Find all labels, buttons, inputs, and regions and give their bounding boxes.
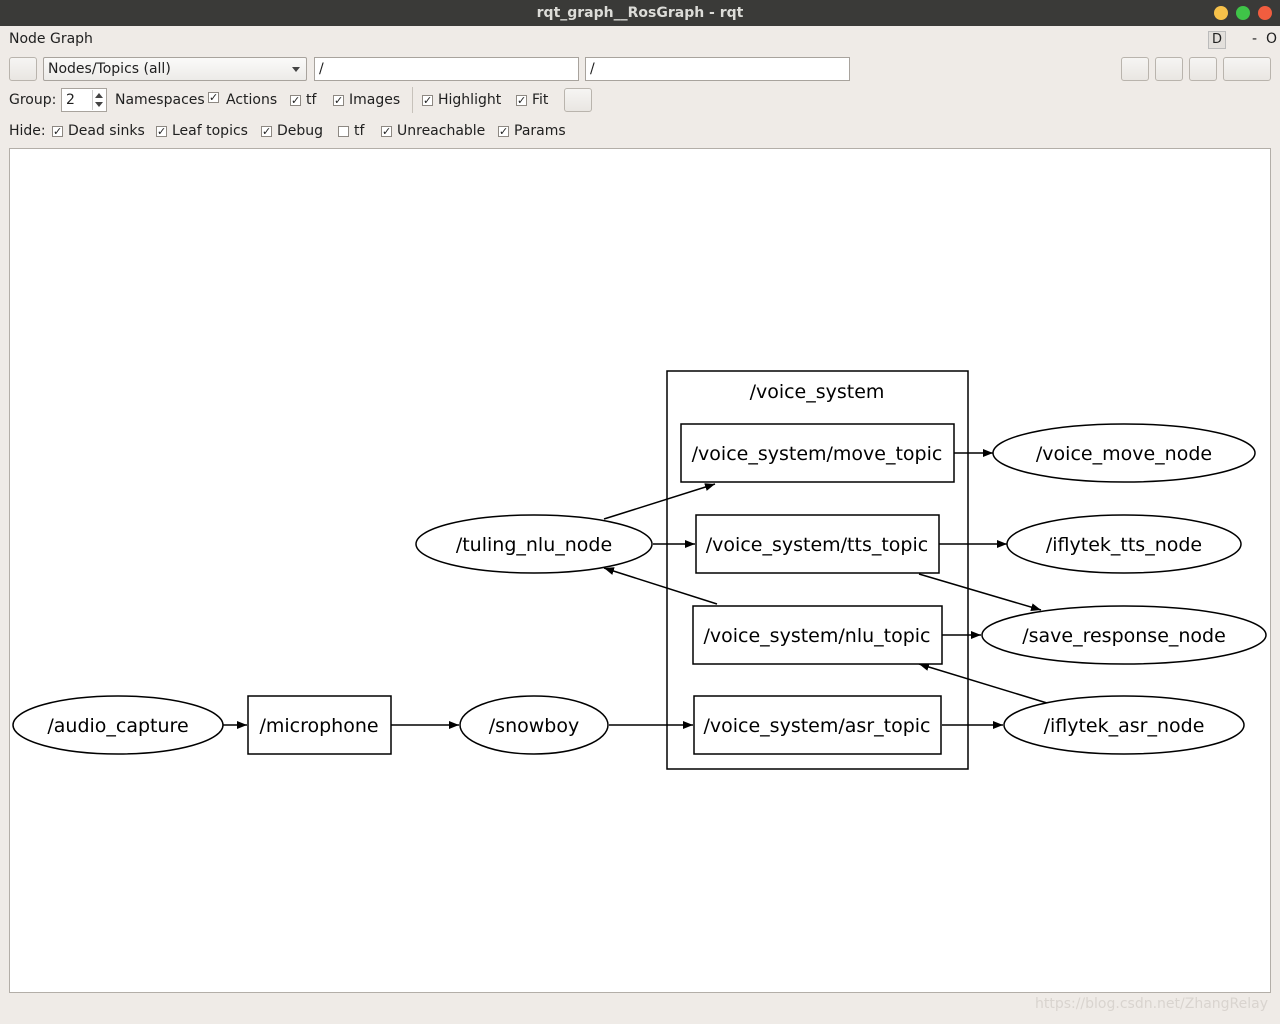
save-dot-button[interactable] [1155,57,1183,81]
fit-in-view-button[interactable] [564,88,592,112]
node-iflytek-asr[interactable]: /iflytek_asr_node [1003,695,1245,755]
node-iflytek-tts[interactable]: /iflytek_tts_node [1006,514,1242,574]
ros-graph[interactable]: /voice_system /audio_capture [10,149,1271,993]
graph-edges [223,449,1048,729]
cluster-voice-system[interactable]: /voice_system [666,370,969,770]
params-label: Params [514,123,566,139]
group-label: Group: [9,92,57,108]
topic-asr[interactable]: /voice_system/asr_topic [693,695,942,755]
hide-label: Hide: [9,123,46,139]
node-label: /voice_system/nlu_topic [704,625,931,647]
graph-canvas[interactable]: /voice_system /audio_capture [9,148,1271,993]
cluster-label: /voice_system [750,381,885,403]
actions-label: Actions [226,92,278,108]
window-controls [1214,6,1272,20]
plugin-minimize-button[interactable]: - [1252,31,1258,47]
topic-move[interactable]: /voice_system/move_topic [680,423,955,483]
checkbox-box[interactable]: ✓ [422,93,433,107]
checkbox-box[interactable]: ✓ [261,124,272,138]
node-label: /snowboy [489,715,579,737]
node-tuling-nlu[interactable]: /tuling_nlu_node [415,514,653,574]
spin-arrows[interactable] [92,90,105,110]
images-label: Images [349,92,401,108]
leaf-topics-checkbox[interactable]: ✓ Leaf topics [156,123,248,139]
topic-nlu[interactable]: /voice_system/nlu_topic [692,605,943,665]
group-spinbox[interactable]: 2 [61,88,107,112]
checkbox-box[interactable]: ✓ [516,93,527,107]
spin-up-icon[interactable] [95,93,103,98]
toolbar-separator [412,87,413,113]
tf-group-checkbox[interactable]: ✓ tf [290,92,316,108]
actions-checkbox[interactable]: Actions [208,92,277,108]
graph-mode-combo[interactable]: Nodes/Topics (all) [43,57,307,81]
node-label: /voice_move_node [1036,443,1212,465]
plugin-close-button[interactable]: O [1266,31,1278,47]
window-title: rqt_graph__RosGraph - rqt [536,5,744,21]
minimize-button[interactable] [1214,6,1228,20]
checkbox-box[interactable]: ✓ [52,124,63,138]
node-filter-input[interactable]: / [314,57,579,81]
node-label: /microphone [259,715,378,737]
debug-label: Debug [277,123,324,139]
spin-down-icon[interactable] [95,102,103,107]
node-label: /voice_system/tts_topic [706,534,928,556]
tf-hide-label: tf [354,123,365,139]
save-svg-button[interactable] [1189,57,1217,81]
node-label: /audio_capture [47,715,188,737]
debug-checkbox[interactable]: ✓ Debug [261,123,323,139]
plugin-help-button[interactable]: D [1208,31,1226,49]
maximize-button[interactable] [1236,6,1250,20]
node-label: /iflytek_tts_node [1046,534,1202,556]
load-dot-button[interactable] [1121,57,1149,81]
images-checkbox[interactable]: ✓ Images [333,92,400,108]
node-label: /iflytek_asr_node [1044,715,1205,737]
edge-tts-to-save-response [918,573,1042,612]
edge-iflytek-asr-to-nlu [918,663,1048,704]
unreachable-label: Unreachable [397,123,486,139]
unreachable-checkbox[interactable]: ✓ Unreachable [381,123,485,139]
node-label: /tuling_nlu_node [456,534,612,556]
topic-tts[interactable]: /voice_system/tts_topic [695,514,940,574]
edge-tuling-to-move [603,483,716,520]
params-checkbox[interactable]: ✓ Params [498,123,566,139]
node-save-response[interactable]: /save_response_node [981,605,1267,665]
checkbox-box[interactable]: ✓ [208,91,219,104]
watermark: https://blog.csdn.net/ZhangRelay [1034,996,1268,1012]
node-voice-move[interactable]: /voice_move_node [992,423,1256,483]
checkbox-box[interactable]: ✓ [381,124,392,138]
highlight-label: Highlight [438,92,502,108]
node-label: /voice_system/asr_topic [704,715,931,737]
node-audio-capture[interactable]: /audio_capture [12,695,224,755]
fit-label: Fit [532,92,549,108]
namespaces-label: Namespaces [115,92,205,108]
leaf-topics-label: Leaf topics [172,123,248,139]
refresh-graph-button[interactable] [9,57,37,81]
dead-sinks-checkbox[interactable]: ✓ Dead sinks [52,123,145,139]
checkbox-box[interactable]: ✓ [498,124,509,138]
dead-sinks-label: Dead sinks [68,123,145,139]
edge-nlu-to-tuling [603,567,718,605]
namespaces-checkbox[interactable]: ✓ [208,92,219,103]
tf-group-label: tf [306,92,317,108]
save-image-button[interactable] [1223,57,1271,81]
node-snowboy[interactable]: /snowboy [459,695,609,755]
checkbox-box[interactable]: ✓ [333,93,344,107]
checkbox-box[interactable]: ✓ [290,93,301,107]
topic-filter-input[interactable]: / [585,57,850,81]
highlight-checkbox[interactable]: ✓ Highlight [422,92,501,108]
window-titlebar: rqt_graph__RosGraph - rqt [0,0,1280,26]
topic-microphone[interactable]: /microphone [247,695,392,755]
node-label: /voice_system/move_topic [692,443,943,465]
fit-checkbox[interactable]: ✓ Fit [516,92,548,108]
group-value: 2 [66,92,75,108]
node-label: /save_response_node [1022,625,1226,647]
graph-mode-value: Nodes/Topics (all) [48,61,171,77]
checkbox-box[interactable]: ✓ [156,124,167,138]
chevron-down-icon [292,67,300,72]
checkbox-box[interactable] [338,125,349,137]
plugin-title: Node Graph [9,31,93,47]
tf-hide-checkbox[interactable]: tf [338,123,364,139]
close-button[interactable] [1258,6,1272,20]
